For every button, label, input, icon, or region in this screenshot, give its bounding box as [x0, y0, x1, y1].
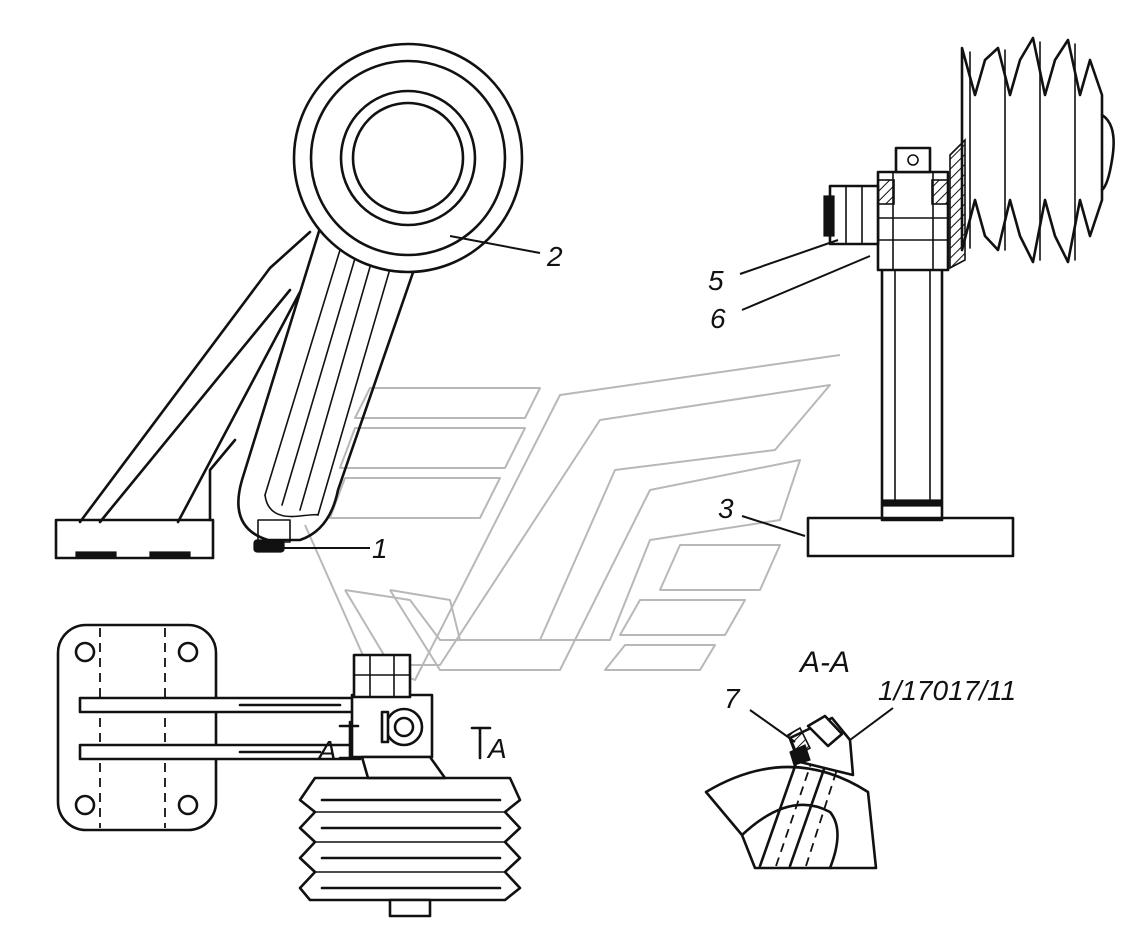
pulley-grooves: [949, 36, 1115, 270]
callout-5: 5: [708, 265, 724, 296]
section-a-a-view: [704, 714, 878, 870]
callout-labels: 2 1 3 5 6 7 A-A 1/17017/11 A A: [316, 241, 1016, 766]
leader-lines: [280, 235, 894, 743]
callout-3: 3: [718, 493, 734, 524]
callout-6: 6: [710, 303, 726, 334]
pulley-side-view: [298, 776, 522, 918]
catalog-code: 1/17017/11: [878, 675, 1016, 706]
section-title: A-A: [798, 646, 850, 679]
plan-view-assembly: [56, 623, 522, 918]
support-bracket-assembly: [54, 42, 524, 560]
callout-2: 2: [546, 241, 563, 272]
watermark-logo: [304, 354, 841, 681]
callout-1: 1: [372, 533, 388, 564]
section-marker-left: A: [316, 735, 337, 766]
section-marker-right: A: [486, 733, 507, 764]
pulley-post-assembly: [806, 36, 1115, 558]
callout-7: 7: [724, 683, 741, 714]
